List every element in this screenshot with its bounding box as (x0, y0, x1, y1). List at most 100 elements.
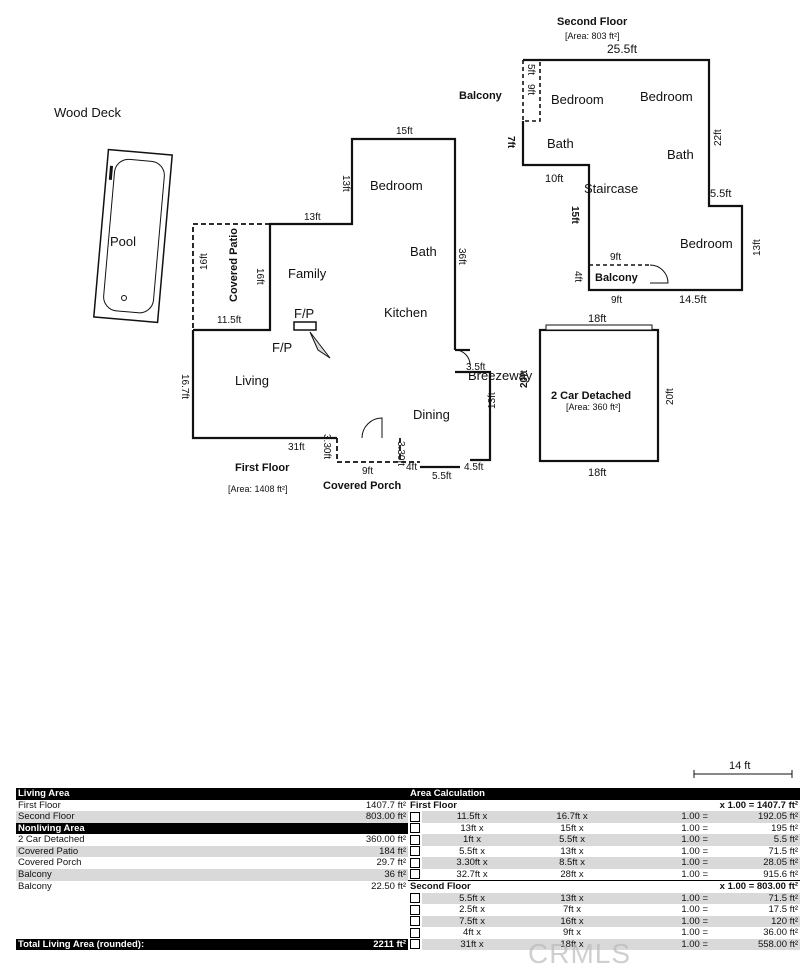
dim-15ft-top: 15ft (396, 126, 413, 137)
calc-b: 28ft x (522, 868, 623, 881)
covered-porch-label: Covered Porch (323, 480, 402, 492)
dim-13ft-dining: 13ft (487, 392, 498, 409)
calc-b: 18ft x (522, 938, 623, 950)
first-floor-factor: x 1.00 = 1407.7 ft² (719, 799, 799, 811)
area-table: Living Area Area Calculation First Floor… (16, 788, 801, 950)
second-floor-title: Second Floor (557, 16, 628, 28)
row-checkbox[interactable] (410, 904, 421, 915)
dim-9ft-sf-b: 9ft (611, 295, 622, 306)
dim-3-30ft-a: 3.30ft (321, 434, 332, 459)
table-total-row: Total Living Area (rounded): 2211 ft² 31… (16, 938, 801, 950)
dim-22ft: 22ft (713, 129, 724, 146)
calc-factor: 1.00 = (622, 938, 711, 950)
pool-label: Pool (110, 234, 136, 249)
row-name: Balcony (18, 869, 52, 880)
row-checkbox[interactable] (410, 927, 421, 938)
calc-result: 71.5 ft² (710, 845, 801, 857)
table-row: 4ft x 9ft x 1.00 = 36.00 ft² (16, 927, 800, 939)
calc-a: 7.5ft x (422, 915, 523, 927)
calc-b: 13ft x (522, 892, 623, 904)
table-row: Covered Patio 184 ft² 5.5ft x 13ft x 1.0… (16, 845, 801, 857)
dim-9ft-porch: 9ft (362, 466, 373, 477)
dim-16ft-b: 16ft (254, 268, 265, 285)
row-checkbox[interactable] (410, 834, 421, 845)
room-living: Living (235, 373, 269, 388)
row-checkbox[interactable] (410, 939, 421, 950)
dim-9ft-sf-a: 9ft (610, 252, 621, 263)
first-floor-area: [Area: 1408 ft²] (228, 484, 288, 494)
calc-a: 1ft x (422, 834, 523, 846)
calc-factor: 1.00 = (622, 915, 711, 927)
row-value: 36 ft² (384, 869, 407, 880)
dim-13ft-sf: 13ft (752, 239, 763, 256)
table-row: Second Floor 803.00 ft² 11.5ft x 16.7ft … (16, 811, 801, 823)
dim-31ft: 31ft (288, 442, 305, 453)
calc-result: 195 ft² (771, 822, 799, 834)
calc-result: 36.00 ft² (763, 927, 799, 939)
dim-4ft: 4ft (406, 462, 417, 473)
entry-door-swing (361, 417, 383, 439)
calc-factor: 1.00 = (681, 811, 709, 823)
calc-factor: 1.00 = (622, 845, 711, 857)
covered-patio-label: Covered Patio (228, 228, 240, 302)
covered-patio (192, 223, 271, 330)
dim-18ft-bottom: 18ft (588, 467, 606, 479)
calc-a: 13ft x (460, 822, 484, 834)
calc-a: 31ft x (422, 938, 523, 950)
calc-result: 192.05 ft² (757, 811, 799, 823)
room-dining: Dining (413, 407, 450, 422)
room-sf-bedroom-2: Bedroom (640, 89, 693, 104)
row-checkbox[interactable] (410, 916, 421, 927)
balcony-door-swing (649, 264, 669, 284)
table-row: 2 Car Detached 360.00 ft² 1ft x 5.5ft x … (16, 834, 801, 846)
calc-result: 5.5 ft² (710, 834, 801, 846)
calc-b: 7ft x (563, 904, 581, 916)
dim-20ft-right: 20ft (665, 388, 676, 405)
watermark: CRMLS (528, 938, 632, 969)
area-calc-header: Area Calculation (408, 788, 801, 800)
calc-factor: 1.00 = (622, 834, 711, 846)
row-checkbox[interactable] (410, 811, 421, 822)
row-checkbox[interactable] (410, 893, 421, 904)
breezeway-label: Breezeway (468, 368, 533, 383)
dim-5ft: 5ft (525, 64, 536, 75)
row-checkbox[interactable] (410, 846, 421, 857)
table-row: Balcony 22.50 ft² Second Floor x 1.00 = … (16, 880, 801, 893)
calc-factor: 1.00 = (681, 822, 709, 834)
room-kitchen: Kitchen (384, 305, 427, 320)
fp-label-2: F/P (272, 340, 292, 355)
dim-11-5ft: 11.5ft (217, 315, 241, 326)
dim-18ft-top: 18ft (588, 313, 606, 325)
dim-9ft-balc: 9ft (525, 84, 536, 95)
calc-result: 915.6 ft² (710, 868, 801, 881)
total-value: 2211 ft² (276, 938, 409, 950)
row-checkbox[interactable] (410, 823, 421, 834)
calc-result: 120 ft² (710, 915, 801, 927)
row-checkbox[interactable] (410, 869, 421, 880)
row-checkbox[interactable] (410, 857, 421, 868)
dim-13ft-v: 13ft (340, 175, 351, 192)
dim-15ft-sf: 15ft (569, 206, 580, 224)
dim-4ft-sf: 4ft (572, 271, 583, 282)
calc-a: 11.5ft x (456, 811, 488, 823)
first-floor-title: First Floor (235, 462, 290, 474)
calc-result: 17.5 ft² (768, 904, 799, 916)
table-row: 5.5ft x 13ft x 1.00 = 71.5 ft² (16, 892, 801, 904)
calc-a: 5.5ft x (422, 892, 523, 904)
room-sf-bedroom-1: Bedroom (551, 92, 604, 107)
table-row: 7.5ft x 16ft x 1.00 = 120 ft² (16, 915, 801, 927)
room-family: Family (288, 266, 327, 281)
dim-16ft-a: 16ft (199, 253, 210, 270)
second-floor-area: [Area: 803 ft²] (565, 31, 620, 41)
calc-b: 16ft x (522, 915, 623, 927)
row-name: Second Floor (18, 811, 75, 823)
dim-13ft-h: 13ft (304, 212, 321, 223)
first-floor-section: First Floor (410, 799, 457, 811)
dim-7ft: 7ft (505, 136, 516, 149)
table-row: Balcony 36 ft² 32.7ft x 28ft x 1.00 = 91… (16, 868, 801, 881)
room-bedroom: Bedroom (370, 178, 423, 193)
living-area-header: Living Area (16, 788, 409, 800)
room-staircase: Staircase (584, 181, 638, 196)
dim-3-30ft-b: 3.30ft (395, 441, 406, 466)
calc-result: 558.00 ft² (710, 938, 801, 950)
